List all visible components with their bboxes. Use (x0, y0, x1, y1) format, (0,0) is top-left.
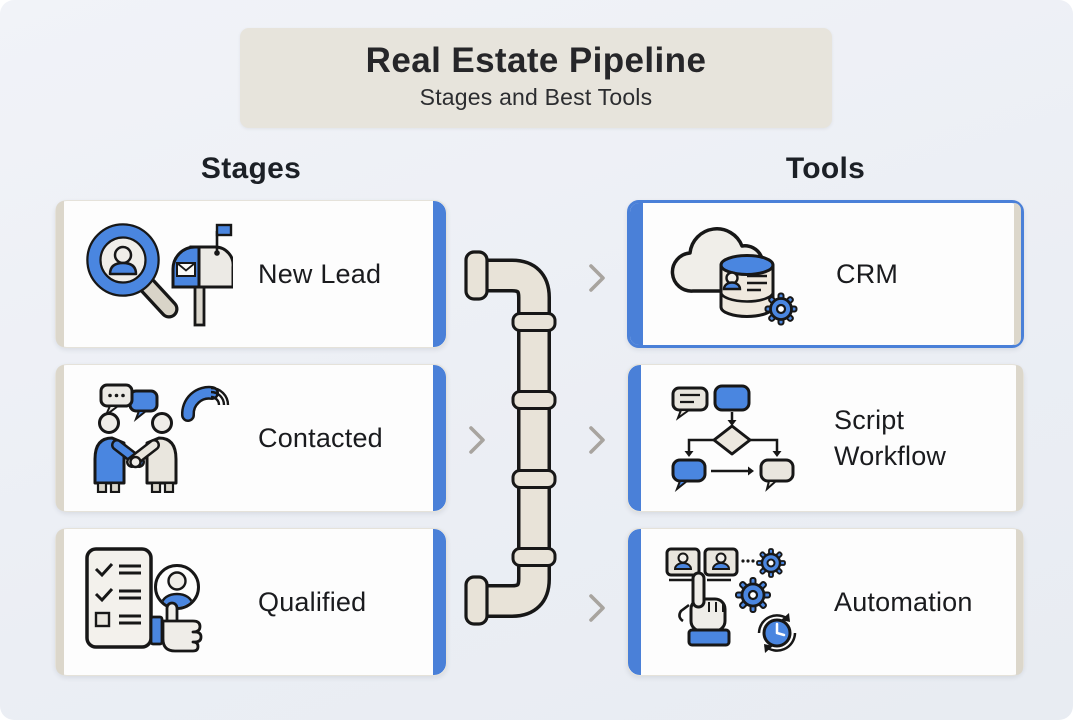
pointing-hand-icon (678, 571, 731, 647)
pipe-coupling (511, 469, 557, 489)
pipe-flange-bottom (464, 575, 489, 626)
chevron-right-icon (469, 426, 485, 454)
gear-icon (735, 577, 771, 613)
card-accent-bar (628, 365, 641, 511)
chevron-right-icon (589, 594, 605, 622)
stages-column-heading: Stages (200, 152, 302, 185)
card-accent-bar (433, 365, 446, 511)
gear-icon (764, 292, 798, 326)
clock-refresh-icon (757, 613, 797, 653)
tool-card-crm: CRM (627, 200, 1024, 348)
page-subtitle: Stages and Best Tools (419, 84, 653, 110)
card-left-edge (56, 201, 64, 347)
chevron-right-icon (589, 426, 605, 454)
card-accent-bar (433, 529, 446, 675)
stage-label: Contacted (258, 422, 383, 453)
tool-label: Automation (834, 586, 973, 617)
tool-label: CRM (836, 258, 899, 289)
checklist-icon (85, 547, 153, 649)
pipe-coupling (511, 390, 557, 410)
tool-card-script-workflow: Script Workflow (627, 364, 1024, 512)
contact-card-icon (703, 547, 739, 582)
stage-card-new-lead: New Lead (55, 200, 447, 348)
page-title: Real Estate Pipeline (365, 41, 707, 80)
mailbox-icon (171, 223, 233, 327)
card-right-edge (1016, 529, 1023, 675)
magnifier-person-icon (86, 223, 179, 319)
tool-label: Script Workflow (834, 404, 947, 471)
card-left-edge (56, 365, 64, 511)
contact-card-icon (665, 547, 701, 582)
chat-bubbles-icon (99, 383, 159, 423)
tool-card-automation: Automation (627, 528, 1024, 676)
pipe-flange-top (464, 250, 489, 301)
contact-avatar-icon (154, 564, 200, 610)
card-accent-bar (433, 201, 446, 347)
automation-hand-icon (665, 547, 797, 653)
stage-label: New Lead (258, 258, 382, 289)
pipe-coupling (511, 312, 557, 332)
card-right-edge (1014, 203, 1021, 345)
pipe-icon (464, 250, 557, 626)
title-box: Real Estate Pipeline Stages and Best Too… (240, 28, 832, 128)
thumbs-up-icon (149, 601, 203, 653)
card-accent-bar (630, 203, 643, 345)
phone-icon (181, 385, 230, 422)
tools-column-heading: Tools (785, 152, 866, 185)
pipe-coupling (511, 547, 557, 567)
card-accent-bar (628, 529, 641, 675)
gear-icon (756, 548, 786, 578)
card-right-edge (1016, 365, 1023, 511)
handshake-people-icon (93, 412, 178, 493)
card-left-edge (56, 529, 64, 675)
stage-label: Qualified (258, 586, 367, 617)
stage-card-contacted: Contacted (55, 364, 447, 512)
chevron-right-icon (589, 264, 605, 292)
chat-flowchart-icon (671, 384, 795, 492)
database-icon (719, 254, 775, 318)
stage-card-qualified: Qualified (55, 528, 447, 676)
